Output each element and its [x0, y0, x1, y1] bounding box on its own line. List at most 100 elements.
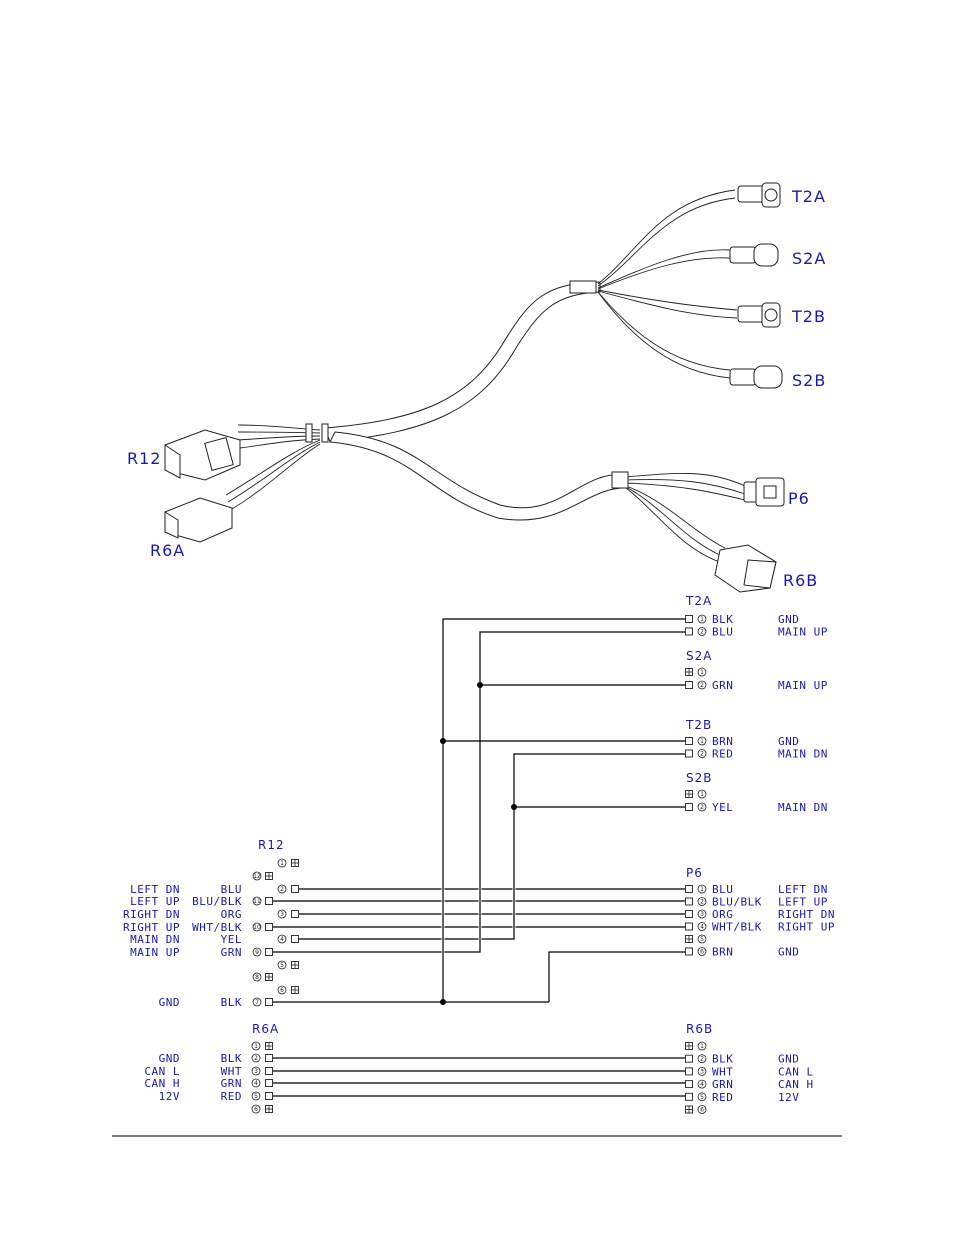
- conn-r12-pin-circle: [277, 960, 287, 970]
- lower-trunk-cable: [329, 431, 629, 521]
- wire-color: WHT/BLK: [192, 921, 242, 934]
- conn-t2a-pin-number: 2: [700, 629, 704, 636]
- conn-t2b-terminal: [685, 737, 693, 745]
- label-s2b: S2B: [792, 371, 826, 390]
- label-r12: R12: [127, 449, 161, 468]
- conn-s2b-pin-number: 1: [700, 791, 704, 798]
- conn-r12-terminal: [265, 998, 273, 1006]
- label-t2a: T2A: [791, 187, 826, 206]
- circuit-function: LEFT DN: [130, 883, 180, 896]
- conn-r6a-terminal: [265, 1079, 273, 1087]
- wire-color: BLK: [221, 996, 242, 1009]
- wire-color: GRN: [712, 1078, 733, 1091]
- conn-t2a-pin-circle: [697, 627, 707, 636]
- conn-r12-terminal: [265, 948, 273, 956]
- connector-title-r12: R12: [258, 838, 285, 852]
- wire-color: BRN: [712, 946, 733, 959]
- t2a-connector-drawing: [737, 182, 781, 208]
- conn-r12-pin-number: 6: [280, 987, 284, 994]
- conn-p6-pin-number: 5: [700, 936, 704, 943]
- conn-r12-pin-circle: [252, 947, 262, 957]
- wire-color: BLU: [712, 626, 733, 639]
- connector-title-t2a: T2A: [685, 594, 712, 608]
- label-t2b: T2B: [791, 307, 826, 326]
- conn-r6a-pin-circle: [251, 1041, 261, 1051]
- conn-p6-pin-circle: [697, 934, 707, 944]
- conn-r12-pin-number: 8: [255, 974, 259, 981]
- circuit-function: MAIN DN: [778, 748, 828, 761]
- conn-r12-pin-number: 7: [255, 999, 259, 1006]
- conn-p6-pin-number: 3: [700, 911, 704, 918]
- conn-r12-pin-circle: [277, 884, 287, 894]
- wire-color: BLU: [221, 883, 242, 896]
- conn-r6b-pin-number: 5: [700, 1094, 704, 1101]
- circuit-function: CAN L: [778, 1065, 814, 1078]
- circuit-function: 12V: [778, 1091, 799, 1104]
- conn-s2b-pin-circle: [697, 789, 707, 799]
- conn-r6a-pin-number: 4: [254, 1080, 258, 1087]
- connector-title-s2b: S2B: [686, 771, 712, 785]
- circuit-function: CAN H: [778, 1078, 814, 1091]
- conn-t2a-pin-circle: [697, 614, 707, 624]
- conn-r6b-pin-circle: [697, 1079, 707, 1089]
- conn-r6b-terminal: [685, 1092, 693, 1101]
- conn-r12-pin-circle: [252, 871, 262, 881]
- splice-dot: [477, 682, 483, 688]
- conn-t2b-pin-number: 1: [700, 738, 704, 745]
- breakout-sleeve: [611, 471, 629, 489]
- wire-color: RED: [712, 748, 733, 761]
- circuit-function: LEFT UP: [130, 895, 180, 908]
- conn-p6-terminal: [685, 947, 693, 956]
- conn-r6a-pin-circle: [251, 1091, 261, 1101]
- conn-s2a-pin-circle: [697, 667, 707, 677]
- conn-r12-pin-circle: [252, 896, 262, 906]
- conn-r12-pin-circle: [277, 985, 287, 995]
- conn-s2a-terminal: [685, 681, 693, 689]
- conn-p6-pin-circle: [697, 922, 707, 931]
- splice-dot: [440, 738, 446, 744]
- conn-t2a-terminal: [685, 615, 693, 623]
- conn-r6b-terminal: [685, 1067, 693, 1076]
- connector-title-p6: P6: [686, 866, 703, 880]
- conn-r6b-terminal: [685, 1080, 693, 1089]
- circuit-function: GND: [159, 1052, 180, 1065]
- conn-t2b-terminal: [685, 749, 693, 758]
- wire-main-dn: [299, 753, 685, 940]
- wire-color: ORG: [712, 908, 733, 921]
- label-p6: P6: [788, 489, 810, 508]
- circuit-function: 12V: [159, 1090, 180, 1103]
- wire-color: BLK: [712, 1053, 733, 1066]
- harness-illustration: T2A S2A T2B S2B R12 R6A P6 R6B: [127, 182, 826, 593]
- conn-r12-pin-circle: [252, 997, 262, 1007]
- conn-s2b-terminal: [685, 803, 693, 811]
- conn-p6-pin-circle: [697, 947, 707, 956]
- circuit-function: GND: [778, 735, 799, 748]
- conn-r6a-pin-number: 1: [254, 1043, 258, 1050]
- conn-r6a-pin-number: 3: [254, 1068, 258, 1075]
- conn-p6-pin-number: 1: [700, 886, 704, 893]
- conn-p6-pin-circle: [697, 897, 707, 906]
- circuit-function: RIGHT DN: [123, 908, 180, 921]
- conn-r6a-pin-number: 5: [254, 1093, 258, 1100]
- conn-p6-pin-circle: [697, 909, 707, 919]
- label-r6b: R6B: [783, 571, 818, 590]
- t2b-connector-drawing: [737, 302, 781, 328]
- wire-color: BLK: [712, 613, 733, 626]
- connector-title-r6a: R6A: [252, 1022, 279, 1036]
- circuit-function: CAN H: [144, 1077, 180, 1090]
- conn-r12-pin-number: 12: [253, 873, 261, 880]
- wire-color: WHT: [712, 1065, 733, 1078]
- connector-title-t2b: T2B: [685, 718, 712, 732]
- wire-color: RED: [712, 1091, 733, 1104]
- circuit-function: MAIN DN: [130, 933, 180, 946]
- wire-color: RED: [221, 1090, 242, 1103]
- circuit-function: GND: [159, 996, 180, 1009]
- conn-r6b-pin-circle: [697, 1054, 707, 1064]
- circuit-function: MAIN DN: [778, 801, 828, 814]
- conn-r12-pin-circle: [277, 858, 287, 868]
- conn-r6a-pin-circle: [251, 1104, 261, 1114]
- conn-r12-pin-number: 4: [280, 936, 284, 943]
- wire-color: BLU/BLK: [712, 896, 762, 909]
- conn-r12-terminal: [291, 935, 299, 943]
- junction-sleeve: [321, 423, 329, 443]
